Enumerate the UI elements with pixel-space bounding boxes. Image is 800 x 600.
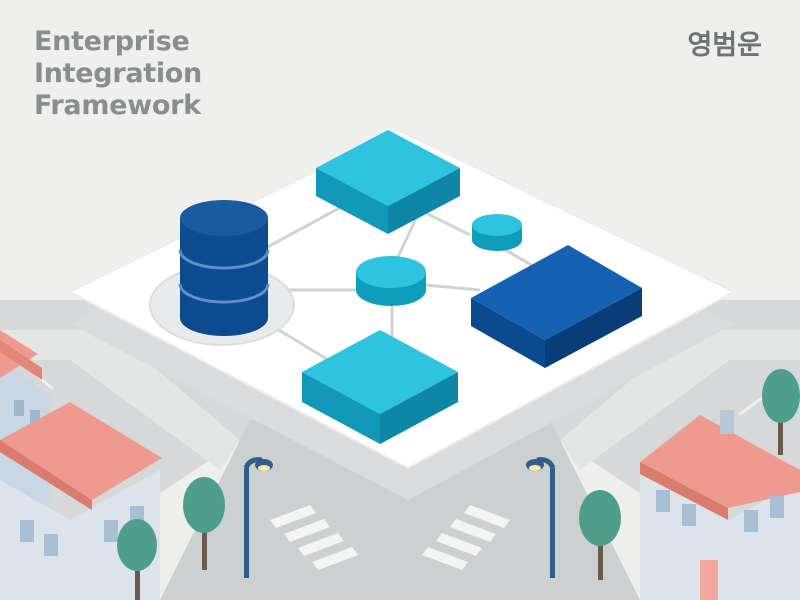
database-icon: [149, 200, 295, 346]
road-intersection: [160, 420, 640, 600]
brand-name: 영범운: [687, 30, 762, 61]
tree-icon: [183, 477, 225, 570]
crosswalk-right: [422, 505, 510, 570]
building-icon: [640, 410, 800, 600]
tree-icon: [579, 490, 621, 580]
sidewalk-right: [560, 330, 800, 470]
street-lamp-icon: [243, 457, 273, 578]
sidewalk-left: [0, 330, 240, 470]
module-block-icon: [302, 330, 458, 444]
tree-icon: [117, 519, 157, 600]
hub-node-icon: [472, 214, 522, 251]
building-icon: [0, 402, 162, 600]
tree-icon: [762, 369, 800, 455]
street-lamp-icon: [526, 457, 556, 578]
hub-node-icon: [356, 256, 426, 306]
title-line-3: Framework: [34, 90, 201, 121]
server-block-icon: [471, 245, 642, 368]
page-title: Enterprise Integration Framework: [34, 26, 202, 122]
module-block-icon: [316, 130, 460, 234]
crosswalk-left: [270, 505, 358, 570]
title-line-1: Enterprise: [34, 26, 190, 57]
title-line-2: Integration: [34, 58, 202, 89]
